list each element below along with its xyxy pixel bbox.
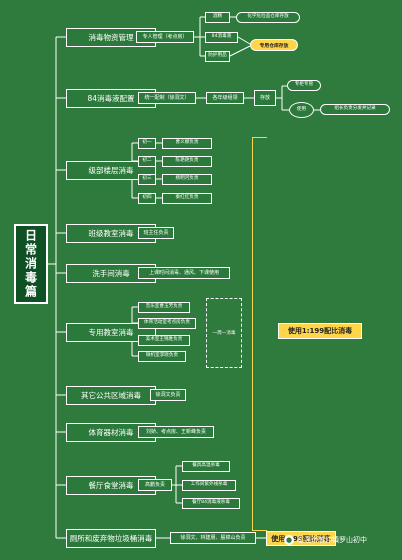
category-toilet: 厕所和废弃物垃圾桶消毒 bbox=[66, 529, 156, 548]
restroom-detail: 上课时间消毒、通风、下课使用 bbox=[138, 267, 230, 279]
ratio-main-label: 使用1:199配比消毒 bbox=[278, 323, 362, 339]
canteen-item-dining-hall: 餐厅84消毒液杀毒 bbox=[182, 498, 240, 509]
category-special-rooms: 专用教室消毒 bbox=[66, 323, 156, 342]
ratio-bottom-label: 使用1:99配比消毒 bbox=[266, 531, 336, 546]
canteen-item-workroom: 工作间紫外线杀毒 bbox=[182, 480, 236, 491]
toilet-detail: 徐洞文、林建朋、殷锦山负责 bbox=[170, 532, 256, 544]
category-public-area: 其它公共区域消毒 bbox=[66, 386, 156, 405]
special-weekly-note: 一周一消毒 bbox=[206, 298, 242, 368]
supplies-item-84-liquid: 84消毒液 bbox=[205, 32, 238, 43]
floor-person-2: 陈艳艳负责 bbox=[162, 156, 212, 167]
special-room-music: 音乐室曹玉芳负责 bbox=[138, 302, 190, 313]
canteen-item-tableware: 餐具高温杀毒 bbox=[182, 461, 230, 472]
special-storage-note: 专用仓库存放 bbox=[250, 39, 298, 51]
floor-grade-4: 初四 bbox=[138, 193, 156, 204]
floor-grade-1: 初一 bbox=[138, 138, 156, 149]
special-room-art: 美术室王锦胜负责 bbox=[138, 335, 190, 346]
mixing-record: 组长负责分发并记录 bbox=[320, 104, 390, 115]
mixing-use: 使用 bbox=[289, 102, 314, 118]
canteen-leader: 高鹏负责 bbox=[138, 479, 172, 491]
category-canteen: 餐厅食堂消毒 bbox=[66, 476, 156, 495]
category-restroom: 洗手间消毒 bbox=[66, 264, 156, 283]
special-room-computer: 微机室李晓负责 bbox=[138, 351, 186, 362]
watermark-text: 临淄市敬仲镇罗山初中 bbox=[297, 536, 367, 544]
root-title: 日常消毒篇 bbox=[23, 229, 38, 299]
supplies-item-alcohol: 酒精 bbox=[205, 12, 230, 23]
floor-person-3: 杨明河负责 bbox=[162, 174, 212, 185]
special-room-sports-activity: 体育活动室考点房负责 bbox=[138, 318, 196, 329]
floor-grade-3: 初三 bbox=[138, 174, 156, 185]
ratio-bracket bbox=[252, 137, 267, 531]
wechat-icon: ● bbox=[284, 535, 294, 545]
supplies-manager: 专人管理（考点房） bbox=[136, 31, 194, 43]
floor-person-4: 秦红红负责 bbox=[162, 193, 212, 204]
alcohol-storage-note: 化学危险品仓库存放 bbox=[236, 12, 300, 23]
mixing-cabinet: 专柜专管 bbox=[287, 80, 321, 91]
supplies-item-protection: 防护用品 bbox=[205, 51, 230, 62]
watermark: ● 临淄市敬仲镇罗山初中 bbox=[284, 535, 367, 545]
mixing-store: 存放 bbox=[254, 90, 276, 106]
mixing-grade-leader: 各年级组领 bbox=[206, 92, 244, 104]
classroom-detail: 班主任负责 bbox=[138, 227, 174, 239]
mixing-unified: 统一配制（徐洞文） bbox=[138, 92, 196, 104]
public-area-detail: 徐洞文负责 bbox=[150, 389, 186, 401]
category-floors: 级部楼层消毒 bbox=[66, 161, 156, 180]
root-node: 日常消毒篇 bbox=[14, 224, 48, 304]
floor-grade-2: 初二 bbox=[138, 156, 156, 167]
sports-detail: 刘娇、考点房、王新峰负责 bbox=[138, 426, 214, 438]
floor-person-1: 曹义娜负责 bbox=[162, 138, 212, 149]
